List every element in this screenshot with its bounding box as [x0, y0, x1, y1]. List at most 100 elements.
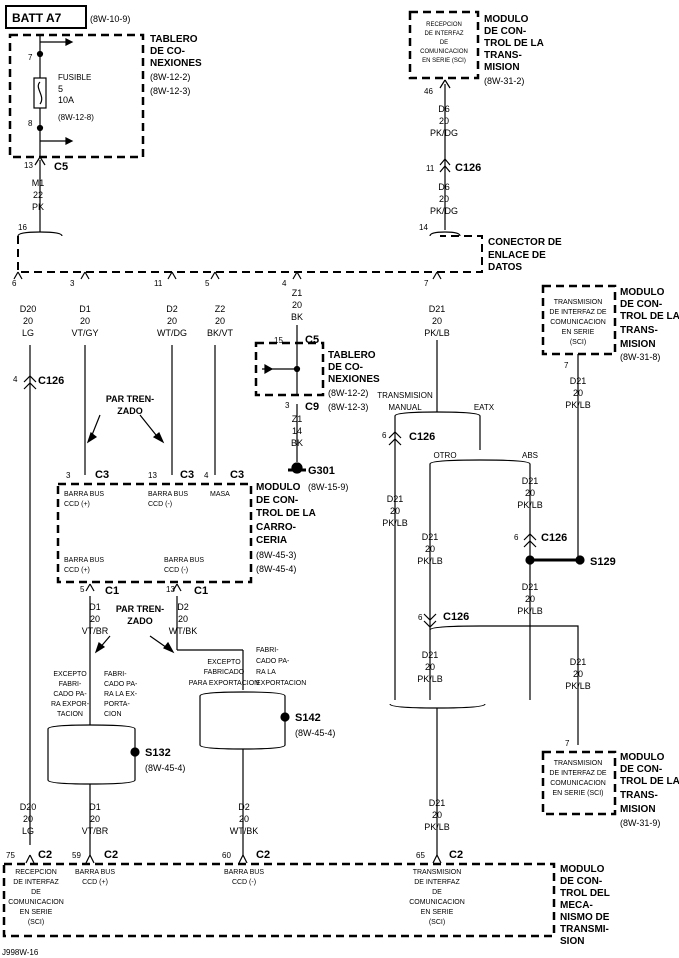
- diagram-label: 20: [573, 388, 583, 398]
- diagram-label: PK/LB: [382, 518, 408, 528]
- diagram-label: 11: [426, 164, 435, 173]
- diagram-label: 3: [70, 279, 75, 288]
- diagram-label: D21: [522, 476, 539, 486]
- diagram-label: 6: [382, 431, 387, 440]
- diagram-label: CCD (-): [232, 879, 256, 886]
- diagram-label: CCD (+): [64, 567, 90, 574]
- diagram-label: (8W-31-9): [620, 818, 660, 828]
- diagram-label: TROL DE LA: [484, 38, 544, 49]
- diagram-label: MISION: [484, 62, 520, 73]
- diagram-label: MODULO: [620, 752, 665, 763]
- diagram-label: MECA-: [560, 900, 593, 911]
- diagram-label: EXCEPTO: [53, 671, 87, 678]
- diagram-label: MASA: [210, 491, 230, 498]
- diagram-label: TRANSMISION: [377, 391, 433, 400]
- diagram-label: EN SERIE: [20, 909, 53, 916]
- diagram-label: TRANSMISION: [554, 299, 603, 306]
- diagram-label: 20: [90, 614, 100, 624]
- diagram-label: BARRA BUS: [75, 869, 115, 876]
- diagram-label: 13: [148, 471, 157, 480]
- diagram-label: D21: [522, 582, 539, 592]
- diagram-label: PK/DG: [430, 206, 458, 216]
- diagram-label: DE CON-: [620, 764, 662, 775]
- diagram-label: 3: [285, 401, 290, 410]
- diagram-label: 20: [239, 814, 249, 824]
- diagram-label: C3: [95, 469, 109, 481]
- diagram-label: WT/BK: [230, 826, 259, 836]
- ground-g301-ref: (8W-15-9): [308, 482, 348, 492]
- diagram-label: EATX: [474, 403, 495, 412]
- diagram-label: DE: [31, 889, 41, 896]
- diagram-label: BK: [291, 312, 303, 322]
- diagram-label: D6: [438, 182, 450, 192]
- diagram-label: (SCI): [28, 919, 44, 926]
- diagram-label: 3: [66, 471, 71, 480]
- diagram-label: 13: [166, 585, 175, 594]
- diagram-label: TRANS-: [620, 325, 658, 336]
- diagram-label: COMUNICACION: [550, 780, 606, 787]
- diagram-label: Z1: [292, 414, 303, 424]
- diagram-label: MANUAL: [388, 403, 422, 412]
- diagram-label: 60: [222, 851, 231, 860]
- diagram-label: PK/LB: [565, 681, 591, 691]
- diagram-label: (8W-45-4): [256, 564, 296, 574]
- diagram-label: BARRA BUS: [224, 869, 264, 876]
- diagram-label: 13: [24, 161, 33, 170]
- diagram-label: TABLERO: [328, 350, 376, 361]
- diagram-label: TROL DE LA: [256, 508, 316, 519]
- diagram-label: 20: [390, 506, 400, 516]
- diagram-label: 20: [425, 544, 435, 554]
- diagram-label: 16: [18, 223, 27, 232]
- diagram-label: 7: [28, 53, 33, 62]
- diagram-label: (8W-45-3): [256, 550, 296, 560]
- diagram-label: FUSIBLE: [58, 73, 91, 82]
- diagram-label: DE INTERFAZ: [414, 879, 460, 886]
- diagram-label: (8W-31-2): [484, 76, 524, 86]
- diagram-label: DE CON-: [256, 495, 298, 506]
- diagram-label: PK/LB: [517, 500, 543, 510]
- diagram-label: DATOS: [488, 262, 522, 273]
- diagram-label: 20: [23, 814, 33, 824]
- diagram-label: C126: [443, 611, 469, 623]
- diagram-label: ZADO: [117, 406, 143, 416]
- diagram-label: BARRA BUS: [164, 557, 204, 564]
- diagram-label: MODULO: [620, 287, 665, 298]
- diagram-label: TROL DE LA: [620, 311, 679, 322]
- diagram-label: LG: [22, 826, 34, 836]
- diagram-label: D2: [177, 602, 189, 612]
- diagram-label: 20: [573, 669, 583, 679]
- diagram-label: (SCI): [570, 339, 586, 346]
- diagram-label: C2: [256, 849, 270, 861]
- diagram-label: C126: [38, 375, 64, 387]
- diagram-label: PK: [32, 202, 44, 212]
- diagram-label: D20: [20, 304, 37, 314]
- diagram-label: D21: [570, 376, 587, 386]
- diagram-label: C126: [455, 162, 481, 174]
- splice-s129: S129: [590, 556, 616, 568]
- diagram-label: WT/DG: [157, 328, 187, 338]
- diagram-label: DE INTERFAZ DE: [549, 770, 607, 777]
- diagram-label: 6: [418, 613, 423, 622]
- diagram-label: 7: [424, 279, 429, 288]
- diagram-label: VT/GY: [71, 328, 98, 338]
- diagram-label: 20: [90, 814, 100, 824]
- diagram-label: C9: [305, 401, 319, 413]
- diagram-label: 20: [439, 194, 449, 204]
- footer-code: J998W-16: [2, 948, 39, 957]
- diagram-label: VT/BR: [82, 626, 109, 636]
- diagram-label: RA LA EX-: [104, 691, 138, 698]
- splice-s142-ref: (8W-45-4): [295, 728, 335, 738]
- diagram-label: 20: [23, 316, 33, 326]
- diagram-label: DE CON-: [484, 26, 526, 37]
- diagram-label: TRANSMISION: [554, 760, 603, 767]
- diagram-label: DE CON-: [560, 876, 602, 887]
- diagram-label: (8W-12-3): [150, 86, 190, 96]
- diagram-label: C2: [104, 849, 118, 861]
- diagram-label: BARRA BUS: [64, 491, 104, 498]
- diagram-label: PK/LB: [517, 606, 543, 616]
- diagram-label: PORTA-: [104, 701, 130, 708]
- diagram-label: DE CO-: [328, 362, 363, 373]
- diagram-label: EN SERIE: [421, 909, 454, 916]
- diagram-label: EN SERIE: [562, 329, 595, 336]
